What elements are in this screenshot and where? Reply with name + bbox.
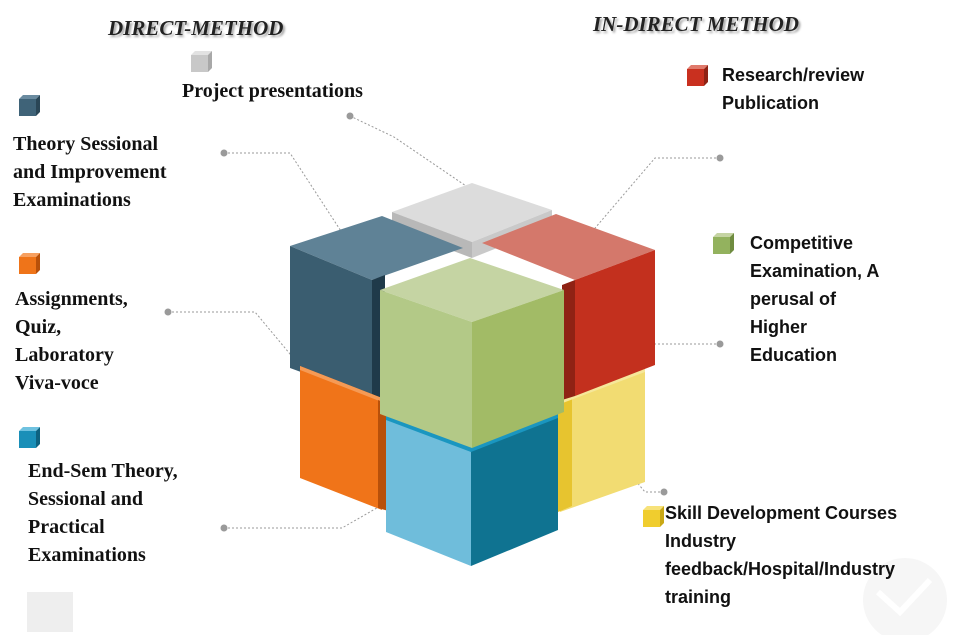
label-end-sem: End-Sem Theory, Sessional and Practical … xyxy=(28,460,178,566)
cube-icon-green xyxy=(713,233,734,254)
cube-green xyxy=(380,258,564,448)
label-project-presentations: Project presentations xyxy=(182,80,363,102)
cube-icon-red xyxy=(687,65,708,86)
label-assignments: Assignments, Quiz, Laboratory Viva-voce xyxy=(15,288,128,394)
corner-placeholder xyxy=(27,592,73,632)
indirect-method-heading: IN-DIRECT METHOD xyxy=(593,12,799,36)
watermark-logo xyxy=(863,558,947,635)
cube-red xyxy=(482,214,655,400)
connector-project xyxy=(349,115,473,191)
label-research-publication: Research/review Publication xyxy=(722,65,865,113)
cube-icon-blue xyxy=(19,427,40,448)
connector-dots xyxy=(164,112,724,532)
direct-method-heading: DIRECT-METHOD xyxy=(108,16,284,40)
label-skill-development: Skill Development Courses Industry feedb… xyxy=(665,503,898,607)
cube-icon-orange xyxy=(19,253,40,274)
connector-research xyxy=(577,157,720,249)
label-competitive-examination: Competitive Examination, A perusal of Hi… xyxy=(750,233,880,365)
connector-endsem xyxy=(224,482,421,529)
cube-icon-grey xyxy=(191,51,212,72)
label-theory-sessional: Theory Sessional and Improvement Examina… xyxy=(13,133,167,211)
cube-blue xyxy=(386,410,558,566)
cube-icon-slate xyxy=(19,95,40,116)
cube-icon-yellow xyxy=(643,506,664,527)
connector-theory xyxy=(224,152,353,249)
